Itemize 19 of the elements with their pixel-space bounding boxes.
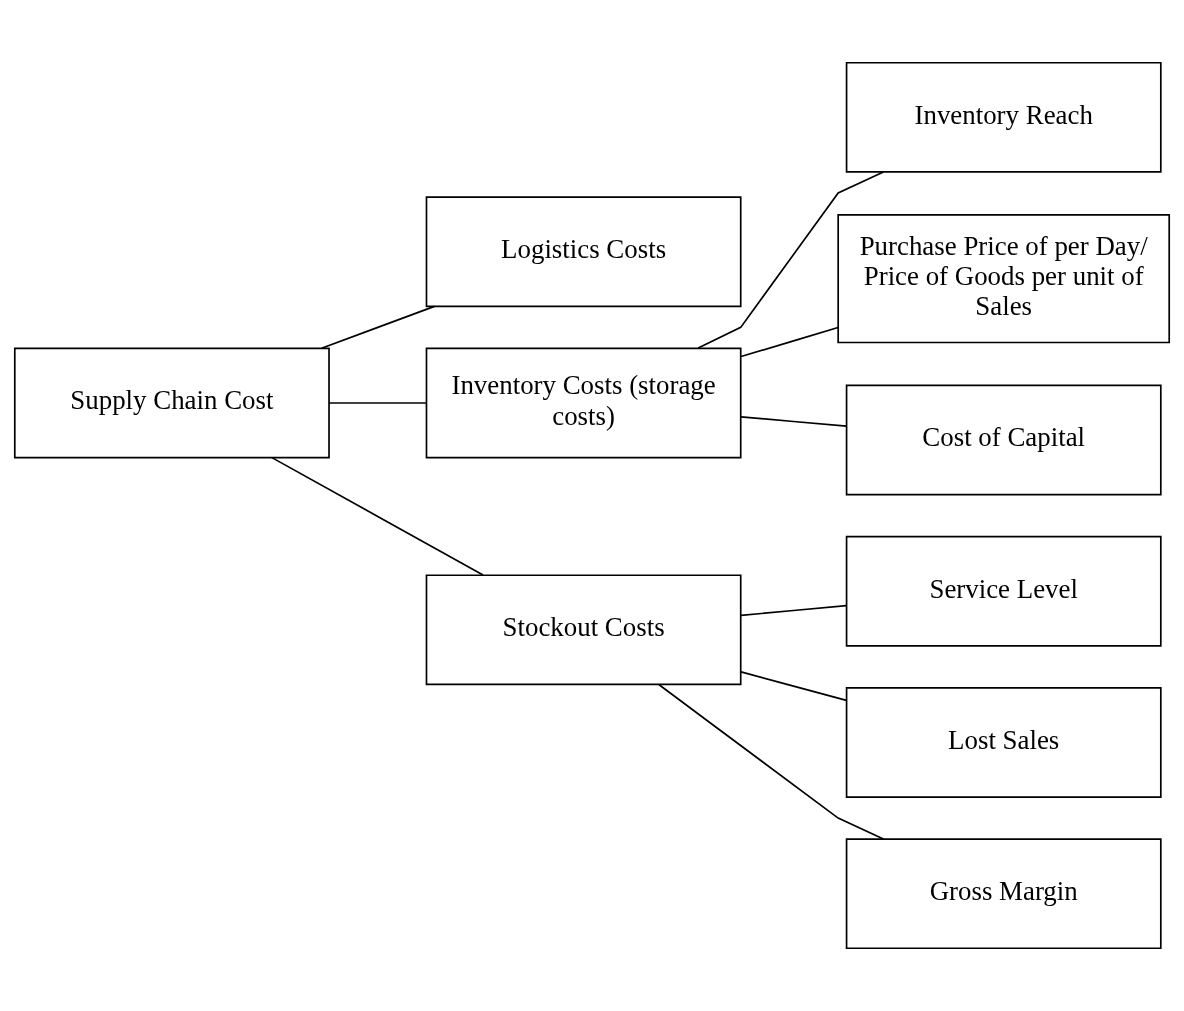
- connector: [740, 604, 848, 617]
- connector: [658, 683, 885, 840]
- node-box: Service Level: [845, 535, 1162, 647]
- connector: [320, 305, 436, 349]
- connector: [697, 171, 885, 349]
- connector: [740, 415, 848, 427]
- node-box: Cost of Capital: [845, 384, 1162, 496]
- connector: [271, 456, 484, 576]
- node-box: Logistics Costs: [425, 196, 742, 308]
- node-box: Stockout Costs: [425, 574, 742, 686]
- node-box: Supply Chain Cost: [13, 347, 330, 459]
- connector: [740, 326, 839, 358]
- connector: [328, 402, 427, 404]
- node-box: Purchase Price of per Day/ Price of Goods per unit of Sales: [837, 213, 1171, 344]
- connector: [740, 671, 848, 702]
- node-box: Lost Sales: [845, 687, 1162, 798]
- node-box: Inventory Reach: [845, 61, 1162, 173]
- node-box: Inventory Costs (storage costs): [425, 347, 742, 459]
- node-box: Gross Margin: [845, 838, 1162, 950]
